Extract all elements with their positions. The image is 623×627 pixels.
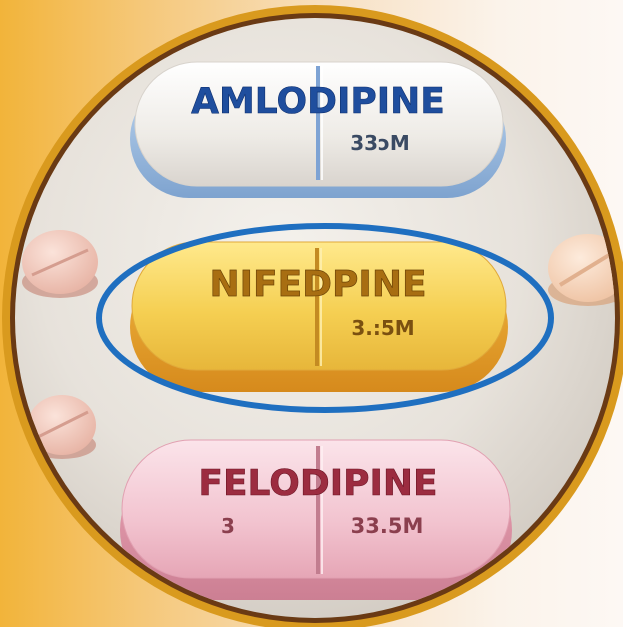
nifedipine-name: NIFEDPINE bbox=[209, 264, 426, 305]
felodipine-dose-left: 3 bbox=[221, 514, 235, 538]
amlodipine-name: AMLODIPINE bbox=[191, 81, 445, 122]
pill-felodipine: FELODIPINE 3 33.5M bbox=[120, 439, 512, 600]
nifedipine-dose: 3.:5M bbox=[351, 316, 414, 340]
felodipine-name: FELODIPINE bbox=[198, 463, 437, 504]
pill-amlodipine: AMLODIPINE 33ɔM bbox=[130, 61, 506, 198]
amlodipine-dose: 33ɔM bbox=[350, 131, 410, 155]
small-pill-left-top bbox=[22, 230, 98, 298]
pill-nifedipine: NIFEDPINE 3.:5M bbox=[130, 241, 508, 392]
felodipine-dose: 33.5M bbox=[351, 514, 424, 538]
highlight-ring bbox=[96, 223, 554, 413]
